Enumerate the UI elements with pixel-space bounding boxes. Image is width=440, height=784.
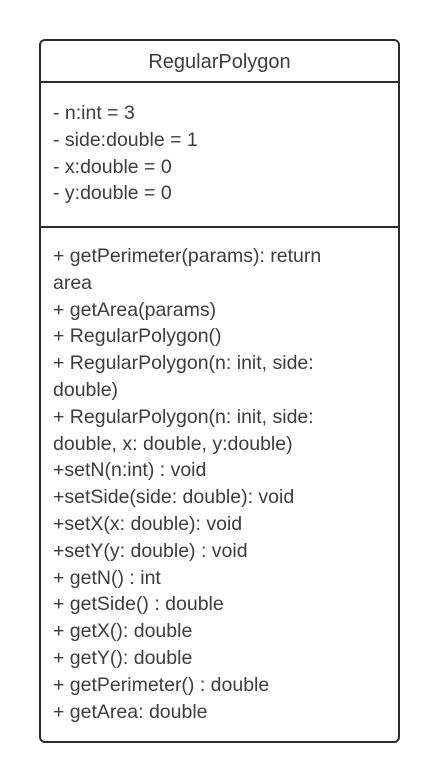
operation-constructor-n-side: + RegularPolygon(n: init, side: double) bbox=[53, 352, 314, 401]
operation-set-y: +setY(y: double) : void bbox=[53, 539, 248, 562]
attribute-y: - y:double = 0 bbox=[53, 182, 172, 205]
operation-set-side: +setSide(side: double): void bbox=[53, 486, 295, 509]
operation-get-area-params: + getArea(params) bbox=[53, 298, 217, 321]
class-name-compartment: RegularPolygon bbox=[41, 41, 398, 83]
attribute-side: - side:double = 1 bbox=[53, 128, 198, 151]
operation-constructor-default: + RegularPolygon() bbox=[53, 325, 222, 348]
operation-constructor-full: + RegularPolygon(n: init, side: double, … bbox=[53, 405, 314, 455]
operation-set-n: +setN(n:int) : void bbox=[53, 459, 207, 482]
operation-get-n: + getN() : int bbox=[53, 566, 161, 589]
operation-get-y: + getY(): double bbox=[53, 646, 193, 669]
attributes-compartment: - n:int = 3 - side:double = 1 - x:double… bbox=[41, 83, 398, 228]
class-name: RegularPolygon bbox=[148, 51, 291, 73]
operation-get-x: + getX(): double bbox=[53, 620, 193, 643]
operation-get-perimeter-params: + getPerimeter(params): return area bbox=[53, 245, 322, 294]
operation-get-area: + getArea: double bbox=[53, 700, 208, 723]
operation-get-side: + getSide() : double bbox=[53, 593, 224, 616]
operations-compartment: + getPerimeter(params): return area + ge… bbox=[41, 228, 398, 725]
operation-get-perimeter: + getPerimeter() : double bbox=[53, 673, 270, 696]
uml-class-box[interactable]: RegularPolygon - n:int = 3 - side:double… bbox=[39, 39, 400, 743]
operation-set-x: +setX(x: double): void bbox=[53, 512, 243, 535]
attribute-x: - x:double = 0 bbox=[53, 155, 172, 178]
attribute-n: - n:int = 3 bbox=[53, 102, 135, 124]
